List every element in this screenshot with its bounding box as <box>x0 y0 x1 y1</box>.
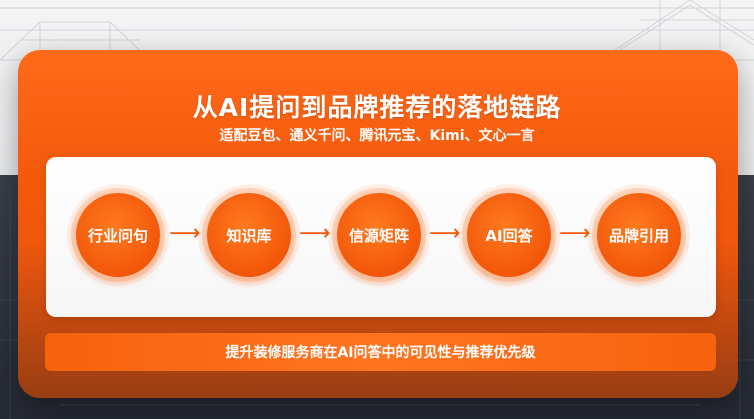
arrow-right-icon: ⟶ <box>559 221 591 246</box>
arrow-right-icon: ⟶ <box>169 221 201 246</box>
flow-step-label: 信源矩阵 <box>348 226 409 245</box>
flow-step-source-matrix: 信源矩阵 <box>337 193 421 277</box>
flow-step-brand-citation: 品牌引用 <box>597 193 681 277</box>
flow-step-ai-answer: AI回答 <box>467 193 551 277</box>
flow-step-knowledge-base: 知识库 <box>207 193 291 277</box>
arrow-right-icon: ⟶ <box>299 221 331 246</box>
flow-step-label: 行业问句 <box>87 226 148 245</box>
flow-step-industry-question: 行业问句 <box>76 193 160 277</box>
arrow-right-icon: ⟶ <box>429 221 461 246</box>
flow-step-label: 品牌引用 <box>608 226 669 245</box>
flow-step-label: AI回答 <box>485 226 533 245</box>
flow-step-label: 知识库 <box>226 226 272 245</box>
page-subtitle: 适配豆包、通义千问、腾讯元宝、Kimi、文心一言 <box>219 128 535 144</box>
banner-text: 提升装修服务商在AI问答中的可见性与推荐优先级 <box>225 345 536 361</box>
bottom-banner: 提升装修服务商在AI问答中的可见性与推荐优先级 <box>45 333 716 371</box>
page-title: 从AI提问到品牌推荐的落地链路 <box>192 93 562 122</box>
